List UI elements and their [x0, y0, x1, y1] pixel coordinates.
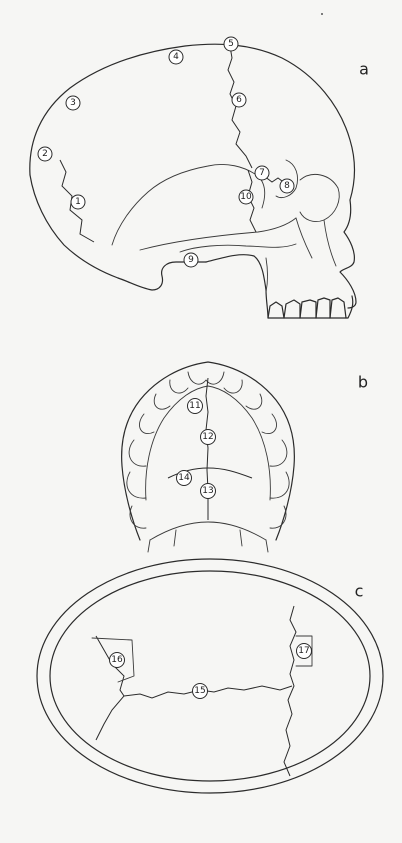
zygomatic-arch: [206, 255, 266, 290]
coronal-suture-top: [284, 606, 296, 776]
marker-17: 17: [297, 644, 312, 659]
svg-text:14: 14: [178, 473, 190, 483]
svg-text:9: 9: [188, 255, 194, 265]
marker-4: 4: [169, 50, 183, 64]
marker-3: 3: [66, 96, 80, 110]
upper-teeth: [268, 298, 346, 318]
svg-text:7: 7: [259, 168, 265, 178]
temporal-squama: [112, 164, 265, 245]
svg-text:1: 1: [75, 197, 81, 207]
zygomatic-arch-upper: [180, 244, 296, 252]
sagittal-suture: [124, 686, 292, 698]
svg-text:8: 8: [284, 181, 290, 191]
panel-b-palate: 11 12 13 14 b: [122, 362, 368, 552]
svg-text:10: 10: [240, 192, 252, 202]
marker-1: 1: [71, 195, 85, 209]
orbit-rim: [300, 174, 339, 221]
marker-9: 9: [184, 253, 198, 267]
marker-6: 6: [232, 93, 246, 107]
svg-text:15: 15: [194, 686, 205, 696]
svg-text:16: 16: [111, 655, 123, 665]
svg-text:11: 11: [189, 401, 200, 411]
marker-12: 12: [201, 430, 216, 445]
occipital-outline: [30, 175, 118, 278]
marker-14: 14: [177, 471, 192, 486]
marker-8: 8: [280, 179, 294, 193]
svg-text:4: 4: [173, 52, 179, 62]
svg-text:2: 2: [42, 149, 48, 159]
marker-16: 16: [110, 653, 125, 668]
panel-label-a: a: [359, 60, 369, 79]
vault-outer: [37, 559, 383, 793]
svg-text:17: 17: [298, 646, 309, 656]
panel-label-b: b: [358, 373, 368, 392]
mandible-ramus: [266, 258, 268, 292]
marker-7: 7: [255, 166, 269, 180]
panel-label-c: c: [355, 582, 364, 601]
marker-13: 13: [201, 484, 216, 499]
panel-c-vault: 15 16 17 c: [37, 559, 383, 793]
lambdoid-suture-top: [96, 636, 124, 740]
panel-a-skull-lateral: 1 2 3 4 5 6 7 8 9 10 a: [30, 37, 369, 318]
vault-inner: [50, 571, 370, 781]
svg-text:5: 5: [228, 39, 234, 49]
svg-text:13: 13: [202, 486, 213, 496]
marker-2: 2: [38, 147, 52, 161]
marker-5: 5: [224, 37, 238, 51]
svg-text:3: 3: [70, 98, 76, 108]
face-profile: [340, 200, 356, 308]
posterior-palate: [150, 522, 266, 540]
nasal-line: [324, 220, 336, 266]
marker-15: 15: [193, 684, 208, 699]
speck: [321, 13, 323, 15]
marker-10: 10: [239, 190, 253, 204]
cheekbone: [296, 218, 312, 258]
svg-text:12: 12: [202, 432, 213, 442]
marker-11: 11: [188, 399, 203, 414]
svg-text:6: 6: [236, 95, 242, 105]
